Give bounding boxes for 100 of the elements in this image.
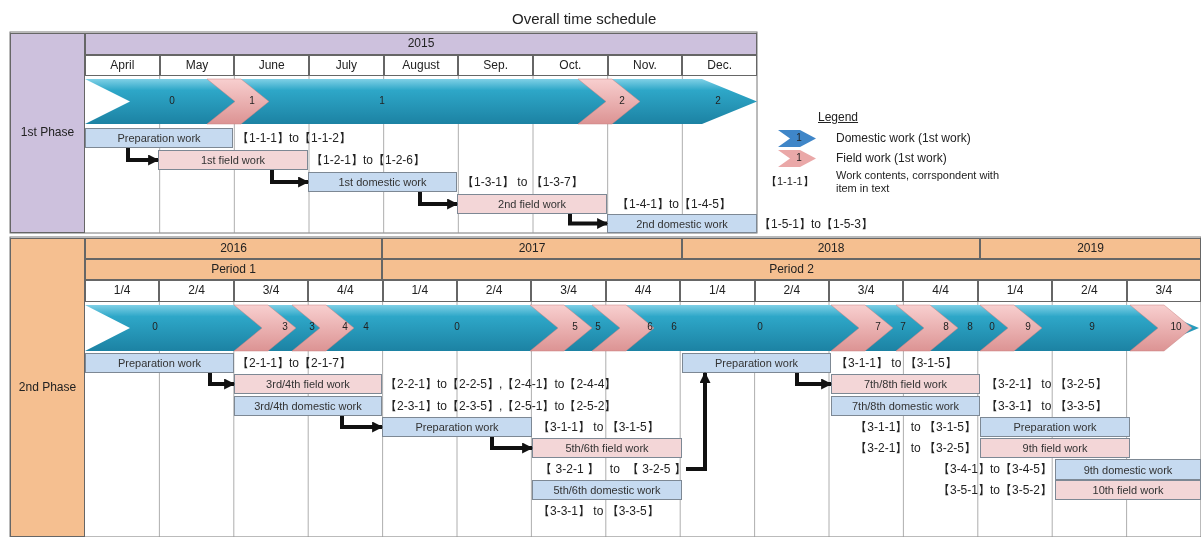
step-number: 8 — [967, 321, 973, 333]
quarter-header: 4/4 — [605, 280, 681, 302]
quarter-header: 3/4 — [1126, 280, 1201, 302]
quarter-header: 1/4 — [382, 280, 457, 302]
quarter-header: 1/4 — [85, 280, 160, 302]
task-bar: 5th/6th field work — [532, 438, 682, 458]
item-range-text: 【2-2-1】to【2-2-5】,【2-4-1】to【2-4-4】 — [385, 376, 617, 393]
legend-heading: Legend — [818, 109, 859, 125]
task-bar: 9th field work — [980, 438, 1130, 458]
task-bar: 1st domestic work — [308, 172, 457, 192]
month-header: August — [383, 55, 459, 76]
task-bar: 9th domestic work — [1055, 459, 1201, 480]
step-number: 4 — [363, 321, 369, 333]
step-number: 9 — [1089, 321, 1095, 333]
quarter-header: 3/4 — [531, 280, 606, 302]
period-header: Period 1 — [85, 259, 382, 280]
step-number: 4 — [342, 321, 348, 333]
legend-text: Domestic work (1st work) — [836, 131, 972, 146]
diagram-title: Overall time schedule — [512, 10, 657, 27]
item-range-text: 【3-2-1】 to 【3-2-5】 — [540, 460, 686, 478]
step-number: 6 — [671, 321, 677, 333]
task-bar: Preparation work — [980, 417, 1130, 437]
quarter-header: 1/4 — [680, 280, 755, 302]
task-bar: Preparation work — [85, 353, 234, 373]
arrow — [208, 373, 236, 390]
month-header: April — [85, 55, 160, 76]
quarter-header: 2/4 — [159, 280, 234, 302]
task-bar: 3rd/4th field work — [234, 374, 382, 394]
year-header: 2019 — [980, 238, 1201, 259]
arrow — [126, 148, 160, 166]
year-header: 2018 — [682, 238, 980, 259]
quarter-header: 4/4 — [308, 280, 383, 302]
step-number: 1 — [796, 132, 802, 144]
step-number: 2 — [715, 95, 721, 107]
step-number: 9 — [1025, 321, 1031, 333]
month-header: July — [309, 55, 384, 76]
quarter-header: 3/4 — [829, 280, 904, 302]
quarter-header: 1/4 — [977, 280, 1053, 302]
item-range-text: 【3-2-1】 to 【3-2-5】 — [855, 440, 976, 457]
step-number: 0 — [757, 321, 763, 333]
month-header: Nov. — [607, 55, 683, 76]
task-bar: 10th field work — [1055, 480, 1201, 500]
arrow — [340, 416, 384, 433]
quarter-header: 2/4 — [457, 280, 532, 302]
task-bar: Preparation work — [382, 417, 532, 437]
month-header: Dec. — [682, 55, 757, 76]
item-range-text: 【3-4-1】to【3-4-5】 — [937, 461, 1052, 478]
task-bar: 7th/8th field work — [831, 374, 980, 394]
arrow — [270, 170, 310, 188]
item-range-text: 【3-3-1】 to 【3-3-5】 — [986, 398, 1107, 414]
step-number: 7 — [875, 321, 881, 333]
item-code-text: 【1-1-1】 — [766, 174, 814, 189]
step-number: 3 — [309, 321, 315, 333]
item-range-text: 【1-3-1】 to 【1-3-7】 — [462, 174, 583, 191]
month-header: May — [159, 55, 235, 76]
step-number: 8 — [943, 321, 949, 333]
task-bar: 7th/8th domestic work — [831, 396, 980, 416]
quarter-header: 3/4 — [233, 280, 309, 302]
item-range-text: 【3-1-1】 to 【3-1-5】 — [538, 419, 659, 435]
task-bar: Preparation work — [682, 353, 831, 373]
month-header: Oct. — [533, 55, 608, 76]
legend-text: Field work (1st work) — [836, 151, 948, 166]
step-number: 1 — [379, 95, 385, 107]
item-range-text: 【3-1-1】 to 【3-1-5】 — [836, 355, 957, 372]
month-header: June — [234, 55, 309, 76]
task-bar: 3rd/4th domestic work — [234, 396, 382, 416]
item-range-text: 【3-5-1】to【3-5-2】 — [937, 482, 1052, 499]
step-number: 0 — [152, 321, 158, 333]
task-bar: 1st field work — [158, 150, 308, 170]
item-range-text: 【3-3-1】 to 【3-3-5】 — [538, 503, 659, 520]
step-number: 1 — [796, 152, 802, 164]
quarter-header: 2/4 — [1052, 280, 1127, 302]
phase-header: 1st Phase — [10, 33, 85, 233]
year-header: 2015 — [85, 33, 757, 55]
task-bar: 2nd domestic work — [607, 214, 757, 233]
step-number: 7 — [900, 321, 906, 333]
month-header: Sep. — [458, 55, 533, 76]
task-bar: 2nd field work — [457, 194, 607, 214]
step-number: 5 — [572, 321, 578, 333]
step-number: 3 — [282, 321, 288, 333]
quarter-header: 2/4 — [754, 280, 829, 302]
item-range-text: 【1-2-1】to【1-2-6】 — [311, 152, 426, 169]
arrow — [490, 437, 534, 454]
item-range-text: 【2-1-1】to【2-1-7】 — [237, 355, 352, 372]
step-number: 6 — [647, 321, 653, 333]
step-number: 0 — [169, 95, 175, 107]
arrow — [418, 192, 459, 210]
step-number: 1 — [249, 95, 255, 107]
item-range-text: 【2-3-1】to【2-3-5】,【2-5-1】to【2-5-2】 — [385, 398, 617, 415]
step-number: 0 — [454, 321, 460, 333]
item-range-text: 【1-4-1】to【1-4-5】 — [617, 196, 732, 212]
year-header: 2016 — [85, 238, 382, 259]
period-header: Period 2 — [382, 259, 1201, 280]
step-number: 5 — [595, 321, 601, 333]
step-number: 2 — [619, 95, 625, 107]
phase-header: 2nd Phase — [10, 238, 85, 537]
task-bar: 5th/6th domestic work — [532, 480, 682, 500]
arrow — [686, 371, 711, 471]
item-range-text: 【3-1-1】 to 【3-1-5】 — [855, 419, 976, 436]
arrow — [568, 214, 609, 229]
